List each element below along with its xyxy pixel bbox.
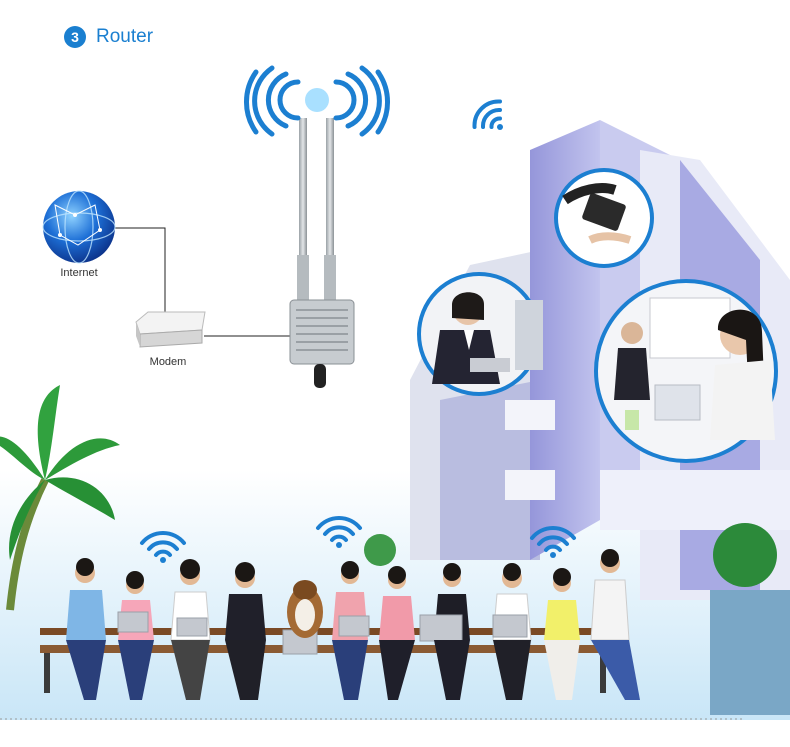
dog (287, 580, 323, 638)
signal-waves (244, 65, 390, 137)
internet-modem-line (115, 227, 166, 316)
section-title: Router (96, 26, 154, 47)
internet-label: Internet (60, 267, 98, 279)
wifi-icon (472, 99, 503, 130)
modem-icon (135, 311, 206, 348)
globe-icon (42, 190, 116, 264)
wifi-icon (140, 530, 186, 563)
photo-meeting-presentation (594, 279, 778, 463)
people-on-bench (40, 549, 640, 700)
step-number-badge: 3 (64, 26, 86, 48)
modem-label: Modem (149, 356, 187, 368)
wifi-icon (316, 515, 362, 548)
photo-businesswoman-laptop (417, 272, 543, 396)
wifi-icon (530, 525, 576, 558)
photo-tablet-hands (554, 168, 654, 268)
palm-tree (0, 385, 120, 611)
section-heading: 3 Router (64, 26, 153, 48)
router-icon (289, 118, 355, 388)
